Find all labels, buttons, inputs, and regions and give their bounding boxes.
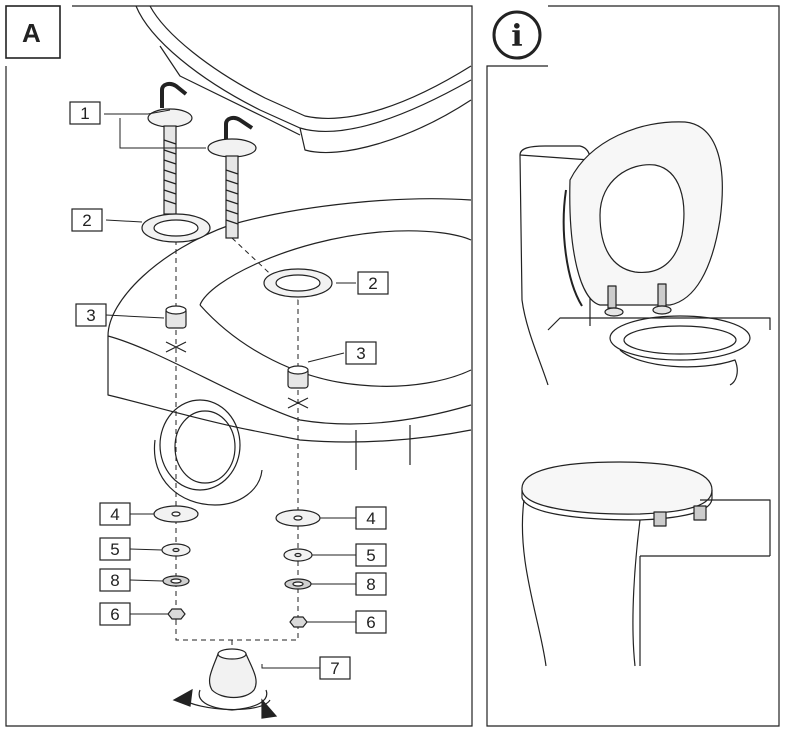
bowl-opening-front bbox=[199, 304, 472, 387]
ring-right bbox=[263, 268, 333, 298]
rotate-arrow-left bbox=[172, 688, 193, 707]
bowl-opening bbox=[623, 325, 737, 355]
tank-top-closed bbox=[700, 499, 771, 556]
outlet-hole-inner bbox=[174, 410, 236, 484]
callout-number-nut-left: 6 bbox=[110, 605, 119, 624]
tank-top bbox=[519, 154, 591, 161]
closed-hinge-right bbox=[693, 505, 707, 521]
bowl-deck bbox=[547, 317, 771, 331]
callout-box-wrench bbox=[319, 656, 351, 680]
open-seat-edge bbox=[562, 189, 583, 307]
callout-number-lock-washer-left: 8 bbox=[110, 571, 119, 590]
toilet-seat-closed-drawing bbox=[521, 461, 771, 667]
open-seat-hole bbox=[599, 164, 685, 274]
guide-bottom bbox=[175, 620, 299, 641]
panel-a-frame bbox=[5, 5, 473, 727]
callout-number-lock-washer-right: 8 bbox=[366, 575, 375, 594]
bowl-rim bbox=[609, 315, 751, 361]
hinge-base-left bbox=[604, 307, 624, 317]
callout-numbers: 1 2 2 3 3 4 4 5 5 8 8 6 6 7 bbox=[80, 104, 377, 678]
callout-number-insert-left: 3 bbox=[86, 306, 95, 325]
callout-box-washer-small-left bbox=[99, 537, 131, 561]
panel-info-label: i bbox=[511, 19, 522, 54]
toilet-seat-open-drawing bbox=[519, 121, 771, 386]
seat-hinge-bar bbox=[159, 45, 301, 136]
wrench bbox=[172, 648, 278, 719]
callout-box-bolt bbox=[69, 101, 101, 125]
bowl-side bbox=[107, 336, 472, 443]
callout-box-ring-right bbox=[357, 271, 389, 295]
callout-number-washer-small-right: 5 bbox=[366, 546, 375, 565]
callout-number-washer-small-left: 5 bbox=[110, 540, 119, 559]
callout-number-ring-left: 2 bbox=[82, 211, 91, 230]
callout-number-nut-right: 6 bbox=[366, 613, 375, 632]
panel-a bbox=[5, 5, 473, 727]
ring-left bbox=[141, 213, 211, 243]
callouts bbox=[69, 101, 389, 680]
bolt-right bbox=[207, 115, 257, 239]
callout-box-insert-right bbox=[345, 341, 377, 365]
tank-front bbox=[519, 154, 549, 386]
panel-a-label: A bbox=[22, 18, 41, 48]
hinge-left bbox=[607, 285, 617, 309]
nut-left bbox=[167, 608, 186, 620]
assembly-guides bbox=[175, 237, 299, 650]
rotate-arrow-right bbox=[261, 698, 278, 719]
hardware-left bbox=[153, 505, 199, 620]
closed-hinge-left bbox=[653, 511, 667, 527]
panel-info bbox=[486, 5, 780, 727]
seat-lid-inner-edge bbox=[149, 5, 472, 119]
outlet-base bbox=[153, 439, 263, 506]
panel-info-frame bbox=[486, 5, 780, 727]
callout-number-ring-right: 2 bbox=[368, 274, 377, 293]
bowl-front bbox=[619, 349, 738, 386]
bowl-body-left bbox=[521, 499, 547, 667]
callout-box-nut-right bbox=[355, 610, 387, 634]
callout-number-washer-large-right: 4 bbox=[366, 509, 375, 528]
callout-box-washer-large-right bbox=[355, 506, 387, 530]
insert-left bbox=[165, 305, 187, 353]
callout-box-nut-left bbox=[99, 602, 131, 626]
callout-box-lock-washer-right bbox=[355, 572, 387, 596]
callout-number-insert-right: 3 bbox=[356, 344, 365, 363]
insert-right bbox=[287, 365, 309, 409]
seat-lid-rim bbox=[299, 99, 472, 154]
bowl-front-rim bbox=[107, 335, 472, 425]
hinge-right bbox=[657, 283, 667, 307]
callout-box-washer-large-left bbox=[99, 502, 131, 526]
callout-box-ring-left bbox=[71, 208, 103, 232]
callout-box-washer-small-right bbox=[355, 543, 387, 567]
bowl-body-front bbox=[632, 519, 641, 667]
callout-number-wrench: 7 bbox=[330, 659, 339, 678]
bolt-left bbox=[147, 81, 193, 215]
panel-a-label-box bbox=[5, 5, 61, 59]
callout-number-washer-large-left: 4 bbox=[110, 505, 119, 524]
leader-lines bbox=[104, 109, 356, 669]
callout-box-lock-washer-left bbox=[99, 568, 131, 592]
outlet-hole-outer bbox=[159, 399, 241, 491]
nut-right bbox=[289, 616, 308, 628]
callout-number-bolt: 1 bbox=[80, 104, 89, 123]
info-icon bbox=[492, 10, 542, 60]
bowl-opening-back bbox=[199, 230, 472, 306]
callout-box-insert-left bbox=[75, 303, 107, 327]
toilet-bowl-drawing bbox=[107, 5, 472, 506]
closed-lid bbox=[521, 461, 713, 515]
hinge-base-right bbox=[652, 305, 672, 315]
